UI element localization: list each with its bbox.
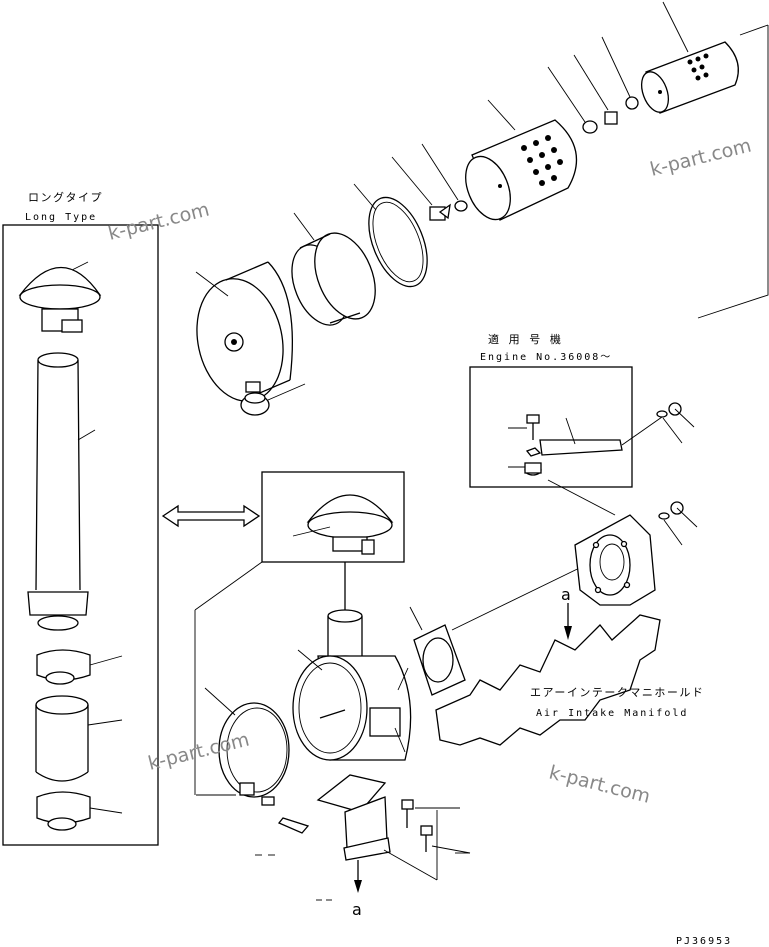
mounting-band [204,687,290,798]
long-type-label-en: Long Type [25,212,97,223]
wing-nut [391,156,451,221]
ref-letter-top: a [561,585,571,604]
bracket [316,774,391,893]
pre-cleaner-housing [292,609,412,761]
short-cap-panel [194,471,405,795]
watermark-2: k-part.com [648,134,754,180]
air-intake-manifold [435,514,661,746]
manifold-label-jp: エアーインテークマニホールド [530,686,704,699]
dust-valve [240,383,306,416]
small-nut [601,36,639,110]
nut-washer-upper [547,402,695,516]
hose-clamp-lower [36,791,123,831]
band-bolt [261,796,310,834]
drawing-code: PJ36953 [676,936,732,947]
bracket-bolt-upper [401,799,440,828]
rubber-hose [35,695,123,782]
manifold-label-en: Air Intake Manifold [536,708,688,719]
inner-element [640,1,739,114]
air-cleaner-body [195,261,294,402]
outer-element [465,99,578,221]
engine-number-panel: 適 用 号 機 Engine No.36008～ [469,332,633,488]
long-type-panel: ロングタイプ Long Type [2,190,159,846]
watermark-1: k-part.com [106,198,212,244]
gasket-ring [353,183,428,288]
interchange-arrow [161,504,261,528]
bracket-bolt-lower [420,825,471,854]
pre-cleaner-cup [291,212,376,326]
rain-cap-long [18,261,102,333]
hose-clamp-upper [36,649,123,685]
nut-washer-lower [658,501,698,546]
o-ring [547,66,598,134]
watermark-4: k-part.com [547,762,653,808]
ref-letter-bottom: a [352,900,362,919]
flange-gasket [409,557,601,696]
long-type-label-jp: ロングタイプ [28,190,103,204]
engine-label-en: Engine No.36008～ [480,352,612,363]
seal-washer [421,143,468,212]
long-pipe [27,352,96,631]
engine-label-jp: 適 用 号 機 [488,332,562,346]
seal-nut [573,54,618,125]
